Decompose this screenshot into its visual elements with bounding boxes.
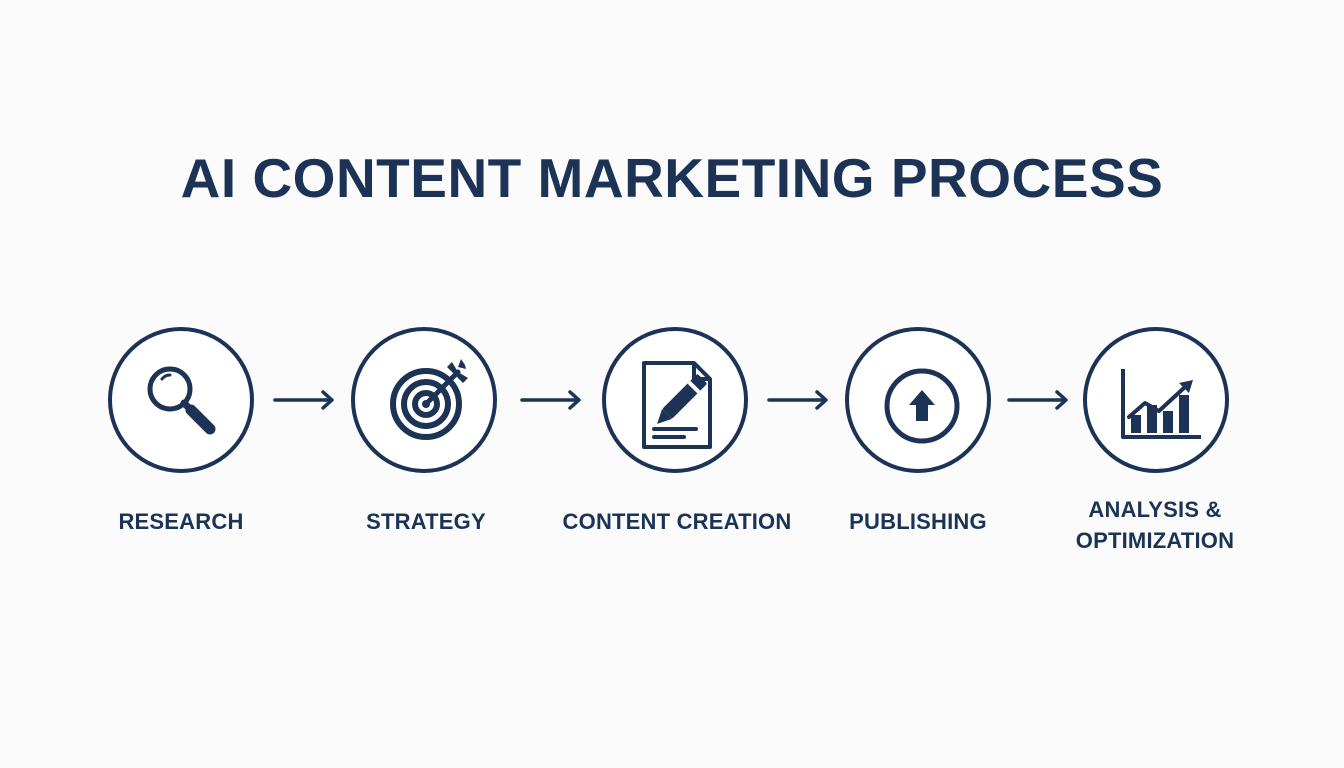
arrow-right-icon — [273, 390, 334, 410]
step-label-analysis-optimization: ANALYSIS & OPTIMIZATION — [1075, 497, 1235, 553]
bar-chart-growth-icon — [1121, 369, 1201, 439]
step-strategy-circle — [351, 327, 497, 473]
step-analysis-circle — [1083, 327, 1229, 473]
arrow-right-icon — [520, 390, 581, 410]
document-pen-icon — [642, 361, 712, 449]
step-research-circle — [108, 327, 254, 473]
magnifying-glass-icon — [147, 366, 216, 435]
step-label-strategy: STRATEGY — [366, 509, 486, 534]
arrow-right-icon — [767, 390, 828, 410]
arrow-right-icon — [1007, 390, 1068, 410]
step-label-publishing: PUBLISHING — [849, 509, 987, 534]
target-arrow-icon — [390, 359, 468, 440]
upload-arrow-icon — [884, 368, 960, 444]
step-label-research: RESEARCH — [118, 509, 244, 534]
step-label-content-creation: CONTENT CREATION — [562, 509, 792, 534]
diagram-title: AI CONTENT MARKETING PROCESS — [180, 147, 1164, 209]
step-publishing-circle — [845, 327, 991, 473]
step-content-creation-circle — [602, 327, 748, 473]
